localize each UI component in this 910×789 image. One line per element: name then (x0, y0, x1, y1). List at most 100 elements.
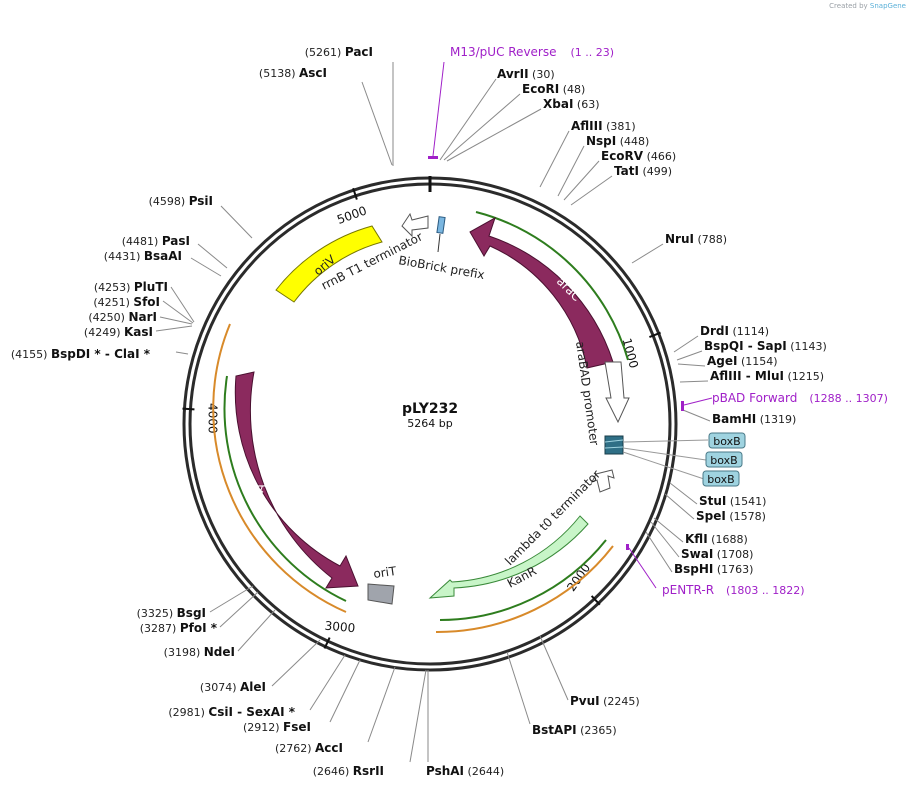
tick-mark (182, 407, 195, 411)
tick-mark (323, 637, 331, 649)
feature-arac (469, 216, 614, 369)
site-leader-line (309, 654, 346, 711)
boxb-label-3 (702, 470, 740, 487)
site-leader-line (271, 639, 321, 687)
orf-trfa-arc (223, 375, 347, 602)
restriction-site-label: (2912) FseI (243, 720, 311, 734)
feature-biobrick-label: BioBrick prefix (397, 253, 485, 282)
site-leader-line (220, 205, 253, 239)
orf-kanr-arc (439, 539, 607, 621)
site-leader-line (361, 81, 393, 166)
restriction-site-label: (5261) PacI (305, 45, 373, 59)
boxb-label-1 (708, 432, 746, 449)
restriction-site-label: AflIII - MluI (1215) (710, 369, 824, 383)
restriction-site-label: BspHI (1763) (674, 562, 753, 576)
snapgene-credit: Created by SnapGene (829, 2, 906, 10)
restriction-site-label: NruI (788) (665, 232, 727, 246)
site-leader-line (197, 243, 228, 269)
restriction-site-label: (4253) PluTI (94, 280, 168, 294)
tick-mark (590, 595, 601, 606)
orf-arac-arc (475, 211, 629, 361)
site-leader-line (645, 531, 673, 573)
primer-m13-label: M13/pUC Reverse(1 .. 23) (450, 45, 614, 59)
site-leader-line (219, 591, 259, 628)
restriction-site-label: DrdI (1114) (700, 324, 769, 338)
site-leader-line (650, 521, 680, 558)
primer-pbad-marker (681, 401, 684, 411)
site-leader-line (570, 175, 613, 206)
restriction-site-label: (3198) NdeI (164, 645, 235, 659)
restriction-site-label: (3074) AleI (200, 680, 266, 694)
feature-orit-label: oriT (372, 564, 397, 581)
tick-label: 5000 (335, 203, 368, 227)
boxb-text-1: boxB (713, 435, 740, 448)
site-leader-line (677, 363, 706, 367)
tick-mark (649, 331, 661, 339)
site-leader-line (159, 316, 193, 325)
tick-label: 3000 (324, 619, 356, 636)
site-leader-line (676, 350, 703, 361)
feature-orit (367, 583, 395, 605)
credit-brand: SnapGene (869, 2, 906, 10)
site-leader-line (175, 351, 189, 355)
primer-pentr-label: pENTR-R(1803 .. 1822) (662, 583, 805, 597)
tick-mark (352, 187, 358, 200)
credit-prefix: Created by (829, 2, 868, 10)
restriction-site-label: BamHI (1319) (712, 412, 796, 426)
restriction-site-label: AvrII (30) (497, 67, 555, 81)
restriction-site-label: KflI (1688) (685, 532, 748, 546)
site-leader-line (409, 669, 427, 763)
primer-pbad-label: pBAD Forward(1288 .. 1307) (712, 391, 888, 405)
restriction-site-label: (3325) BsgI (137, 606, 206, 620)
feature-trfa (234, 371, 359, 589)
restriction-site-label: (5138) AscI (259, 66, 327, 80)
boxb-label-2 (705, 451, 743, 468)
restriction-site-label: (2981) CsiI - SexAI * (168, 705, 295, 719)
restriction-site-label: (4250) NarI (88, 310, 157, 324)
restriction-site-label: StuI (1541) (699, 494, 766, 508)
restriction-site-label: (2646) RsrII (313, 764, 384, 778)
site-leader-line (162, 300, 194, 324)
primer-pentr-marker (626, 544, 629, 550)
site-leader-lines (155, 62, 711, 763)
restriction-site-label: (2762) AccI (275, 741, 343, 755)
restriction-site-label: (4155) BspDI * - ClaI * (11, 347, 151, 361)
site-leader-line (155, 325, 193, 332)
feature-oriv (275, 225, 383, 303)
restriction-site-label: (4431) BsaAI (104, 249, 182, 263)
plasmid-size: 5264 bp (407, 417, 452, 430)
restriction-site-label: NspI (448) (586, 134, 649, 148)
site-leader-line (506, 651, 531, 725)
site-leader-line (439, 78, 497, 161)
site-leader-line (170, 286, 195, 323)
site-leader-line (539, 635, 569, 701)
restriction-site-label: SpeI (1578) (696, 509, 766, 523)
site-leader-line (367, 666, 396, 743)
restriction-site-label: SwaI (1708) (681, 547, 753, 561)
feature-kanr (428, 515, 589, 599)
site-leader-line (190, 257, 222, 277)
site-leader-line (443, 93, 521, 161)
site-leader-line (209, 585, 254, 613)
site-leader-line (653, 517, 684, 543)
restriction-site-label: BstAPI (2365) (532, 723, 617, 737)
feature-boxb-block (604, 435, 624, 455)
site-leader-line (664, 493, 695, 520)
restriction-site-label: (4251) SfoI (93, 295, 160, 309)
plasmid-name: pLY232 (402, 401, 458, 417)
orf-trfa-orange-arc (212, 323, 347, 613)
orf-kanr-orange-arc (435, 545, 614, 634)
restriction-site-label: (3287) PfoI * (140, 621, 218, 635)
site-leader-line (237, 609, 276, 652)
site-leader-line (539, 130, 570, 188)
restriction-site-label: PvuI (2245) (570, 694, 640, 708)
feature-arabad-promoter (604, 361, 630, 424)
restriction-site-label: (4249) KasI (84, 325, 153, 339)
site-leader-line (446, 108, 542, 162)
restriction-site-label: BspQI - SapI (1143) (704, 339, 827, 353)
site-leader-line (631, 243, 664, 264)
feature-rrnb-terminator (401, 212, 429, 238)
restriction-site-label: TatI (499) (614, 164, 672, 178)
